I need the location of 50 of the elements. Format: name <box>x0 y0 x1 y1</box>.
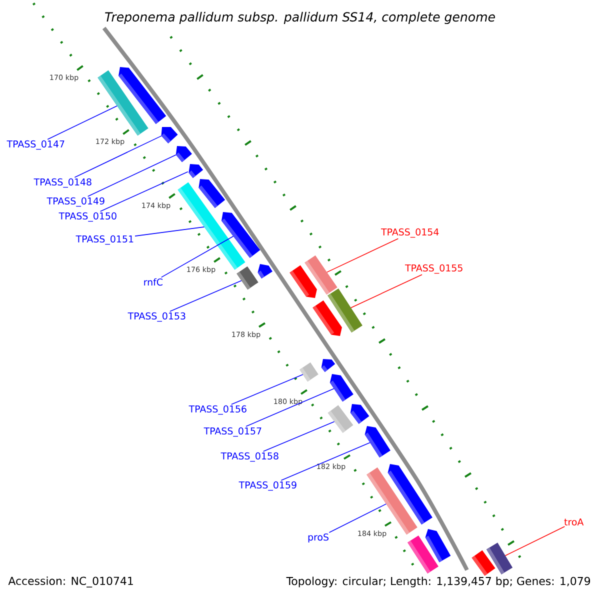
title: Treponema pallidum subsp. pallidum SS14, complete genome <box>105 12 495 24</box>
leader-line <box>170 280 242 312</box>
gene-label: TPASS_0159 <box>238 481 296 491</box>
gene-label: TPASS_0153 <box>128 312 186 322</box>
gene-label: TPASS_0154 <box>380 228 439 238</box>
gene-bar <box>408 535 438 574</box>
leader-line <box>160 236 234 278</box>
leader-line <box>504 526 566 556</box>
footer-text: Accession: NC_010741 <box>8 576 133 588</box>
gene-block <box>330 374 354 402</box>
gene-bar <box>472 550 496 576</box>
leader-line <box>326 238 399 273</box>
gene-block <box>176 146 192 162</box>
leader-line <box>134 226 205 236</box>
gene-block <box>364 426 390 458</box>
gene-block <box>312 300 342 336</box>
leader-line <box>47 105 118 140</box>
gene-label: TPASS_0151 <box>76 235 134 245</box>
gene-label: TPASS_0155 <box>404 264 462 274</box>
leader-line <box>328 504 387 533</box>
gene-label: TPASS_0158 <box>220 452 278 462</box>
leader-line <box>350 274 422 308</box>
footer-text: Topology: circular; Length: 1,139,457 bp; Genes: 1,079 <box>286 576 590 588</box>
gene-block <box>221 212 260 258</box>
leader-line <box>231 374 304 405</box>
gene-bar <box>236 266 258 290</box>
gene-label: rnfC <box>144 278 162 286</box>
gene-block <box>290 265 317 298</box>
gene-block <box>258 264 272 278</box>
gene-label: TPASS_0156 <box>188 405 246 415</box>
gene-label: proS <box>308 534 328 542</box>
gene-block <box>321 359 336 372</box>
gene-block <box>188 164 204 178</box>
leader-line <box>100 171 188 212</box>
leader-line <box>74 136 162 178</box>
leader-line <box>262 421 335 452</box>
gene-block <box>350 404 370 424</box>
gene-bar <box>98 70 148 136</box>
leader-line <box>246 388 334 427</box>
gene-block <box>161 127 178 144</box>
leader-line <box>87 154 176 197</box>
gene-label: TPASS_0148 <box>34 178 92 188</box>
gene-bar <box>328 405 354 433</box>
gene-bar <box>300 362 318 382</box>
leader-line <box>280 442 370 481</box>
gene-label: troA <box>564 518 584 526</box>
gene-label: TPASS_0150 <box>58 212 116 222</box>
gene-label: TPASS_0149 <box>46 197 104 207</box>
gene-label: TPASS_0157 <box>204 427 262 437</box>
gene-label: TPASS_0147 <box>6 140 64 150</box>
